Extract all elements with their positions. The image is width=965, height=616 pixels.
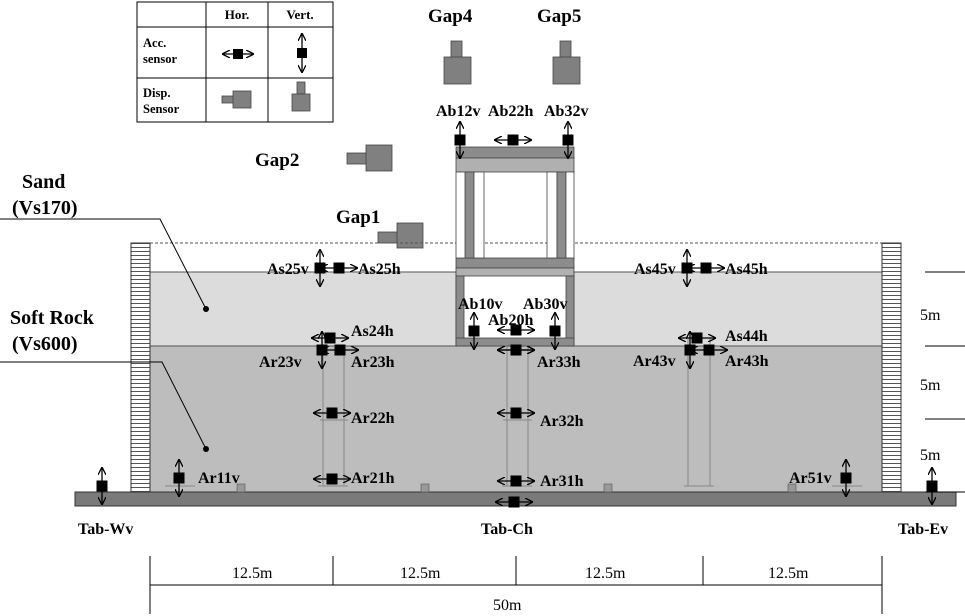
legend-col-hor: Hor. [225, 7, 249, 22]
ab22h-label: Ab22h [488, 103, 533, 120]
legend-col-vert: Vert. [286, 7, 313, 22]
as25h-label: As25h [358, 261, 401, 278]
ar33h-acc-sensor-icon [498, 344, 534, 356]
east-wall [881, 242, 902, 493]
horizontal-disp-sensor-icon [221, 90, 252, 109]
tab-wv-acc-sensor-icon [96, 468, 108, 504]
ar22h-acc-sensor-icon [314, 407, 350, 419]
ar22h-label: Ar22h [351, 410, 395, 427]
as25h-acc-sensor-icon [321, 262, 357, 274]
ar43v-label: Ar43v [633, 353, 676, 370]
ar33h-label: Ar33h [537, 354, 581, 371]
ar23v-label: Ar23v [259, 354, 302, 371]
gap2-sensor: Gap2 [255, 144, 393, 172]
gap1-disp-sensor-icon [377, 231, 399, 244]
tab-ch-acc-sensor-icon [496, 496, 532, 508]
gap2-label: Gap2 [255, 150, 299, 171]
ab20h-label: Ab20h [488, 312, 533, 329]
soft-rock-layer [149, 345, 883, 493]
ar23h-label: Ar23h [351, 354, 395, 371]
depth-mid-label: 5m [920, 377, 941, 394]
vertical-disp-sensor-icon [291, 81, 311, 112]
legend-row-disp-2: Sensor [143, 102, 180, 116]
gap2-disp-sensor-icon [346, 152, 368, 165]
gap5-label: Gap5 [537, 6, 581, 27]
ar51v-label: Ar51v [789, 470, 832, 487]
depth-dimensions: 5m 5m 5m [920, 271, 965, 493]
west-wall [130, 242, 151, 493]
gap4-sensor: Gap4 [428, 6, 473, 85]
as45v-label: As45v [634, 261, 676, 278]
ab32v-acc-sensor-icon [562, 122, 574, 158]
as24h-label: As24h [351, 323, 394, 340]
ab10v-acc-sensor-icon [468, 313, 480, 349]
total-span-label: 50m [493, 597, 522, 614]
span-2-label: 12.5m [400, 565, 441, 582]
ar31h-acc-sensor-icon [498, 475, 534, 487]
tab-ev-acc-sensor-icon [926, 468, 938, 504]
as45h-label: As45h [725, 261, 768, 278]
tab-ev-label: Tab-Ev [898, 521, 948, 538]
span-1-label: 12.5m [232, 565, 273, 582]
ab12v-label: Ab12v [436, 103, 480, 120]
ar21h-acc-sensor-icon [314, 473, 350, 485]
tab-wv-label: Tab-Wv [78, 521, 133, 538]
ar11v-label: Ar11v [198, 470, 240, 487]
superstructure-frame [455, 146, 575, 259]
tab-ch-label: Tab-Ch [481, 521, 533, 538]
span-dimensions [149, 556, 883, 614]
span-3-label: 12.5m [585, 565, 626, 582]
ar43h-acc-sensor-icon [691, 344, 727, 356]
gap1-sensor: Gap1 [336, 207, 424, 249]
ar32h-acc-sensor-icon [498, 407, 534, 419]
ar23h-acc-sensor-icon [322, 344, 358, 356]
depth-bottom-label: 5m [920, 447, 941, 464]
sand-label: Sand [22, 171, 65, 193]
gap1-label: Gap1 [336, 207, 380, 228]
as44h-acc-sensor-icon [679, 332, 715, 344]
span-4-label: 12.5m [768, 565, 809, 582]
legend-row-disp-1: Disp. [143, 86, 170, 100]
sand-layer-west [149, 271, 457, 347]
as45h-acc-sensor-icon [688, 262, 724, 274]
gap4-disp-sensor-icon [450, 40, 463, 59]
soft-rock-label: Soft Rock [10, 307, 95, 329]
gap5-disp-sensor-icon [559, 40, 572, 59]
ab30v-acc-sensor-icon [549, 313, 561, 349]
ar51v-acc-sensor-icon [840, 460, 852, 496]
ar43h-label: Ar43h [725, 353, 769, 370]
sensor-labels: Ab12v Ab22h Ab32v Ab10v Ab30v Ab20h As25… [78, 103, 948, 538]
as44h-label: As44h [725, 328, 768, 345]
horizontal-acc-sensor-icon [223, 49, 253, 59]
ar21h-label: Ar21h [351, 470, 395, 487]
ab32v-label: Ab32v [544, 103, 588, 120]
ab10v-label: Ab10v [458, 296, 502, 313]
ab30v-label: Ab30v [523, 296, 567, 313]
vertical-acc-sensor-icon [297, 34, 307, 72]
acc-sensors [96, 122, 938, 508]
ar11v-acc-sensor-icon [173, 460, 185, 496]
as25v-label: As25v [267, 261, 309, 278]
ab20h-acc-sensor-icon [498, 324, 534, 336]
ar31h-label: Ar31h [540, 473, 584, 490]
ab22h-acc-sensor-icon [495, 134, 531, 146]
gap5-sensor: Gap5 [537, 6, 581, 85]
gap4-label: Gap4 [428, 6, 473, 27]
legend-row-acc-1: Acc. [143, 36, 166, 50]
sand-vs-label: (Vs170) [12, 197, 78, 219]
sand-leader-line [0, 218, 207, 310]
sensor-legend-table: Hor. Vert. Acc. sensor Disp. Sensor [136, 1, 334, 123]
rock-leader-line [0, 361, 207, 450]
legend-row-acc-2: sensor [143, 52, 177, 66]
depth-top-label: 5m [920, 307, 941, 324]
ab12v-acc-sensor-icon [454, 122, 466, 158]
soft-rock-vs-label: (Vs600) [12, 333, 78, 355]
ar32h-label: Ar32h [540, 413, 584, 430]
